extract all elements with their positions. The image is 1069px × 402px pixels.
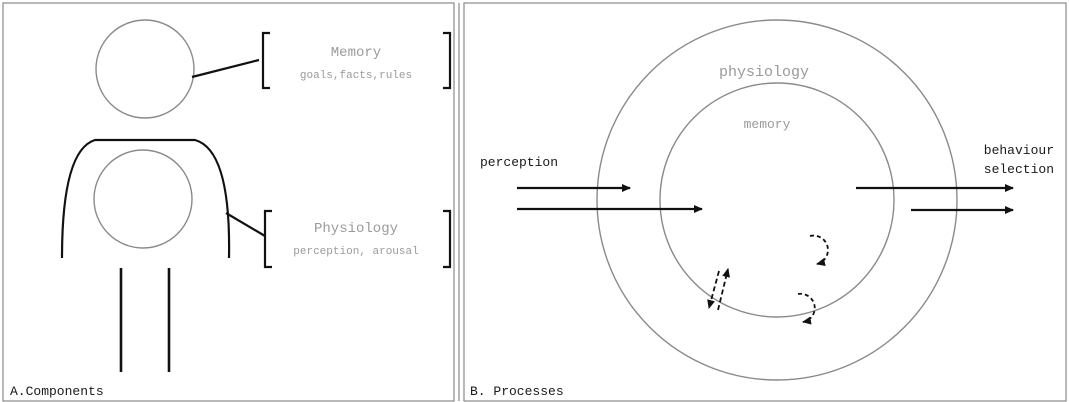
- exchange-arrow-up: [717, 268, 730, 311]
- body-circle: [93, 149, 193, 249]
- panel-b-frame: [463, 2, 1067, 402]
- memory-bracket-right: [443, 31, 452, 90]
- output-label-line2: selection: [984, 162, 1054, 177]
- memory-title: Memory: [331, 45, 381, 61]
- panel-a-caption: A.Components: [10, 384, 104, 399]
- memory-ring: [659, 82, 895, 318]
- physiology-connector: [225, 212, 266, 237]
- physiology-bracket-left: [263, 209, 272, 269]
- output-label-line1: behaviour: [984, 143, 1054, 158]
- panel-a-frame: [2, 2, 455, 402]
- torso-outline: [60, 138, 231, 259]
- outer-ring-label: physiology: [719, 64, 809, 81]
- inner-ring-label: memory: [744, 117, 791, 132]
- head-circle: [95, 19, 195, 119]
- input-label: perception: [480, 155, 558, 170]
- memory-bracket-left: [261, 31, 270, 90]
- exchange-arrow-down: [707, 270, 720, 309]
- physiology-subtitle: perception, arousal: [293, 246, 418, 258]
- physiology-self-loop: [797, 292, 816, 325]
- memory-subtitle: goals,facts,rules: [300, 70, 412, 82]
- panel-b: physiology memory perception behaviour s…: [470, 19, 1054, 399]
- panel-b-caption: B. Processes: [470, 384, 564, 399]
- physiology-ring: [596, 19, 958, 381]
- memory-connector: [191, 58, 260, 79]
- physiology-bracket-right: [443, 209, 452, 269]
- panel-a: Memory goals,facts,rules Physiology perc…: [10, 19, 452, 399]
- physiology-title: Physiology: [314, 221, 398, 237]
- memory-self-loop: [809, 234, 829, 266]
